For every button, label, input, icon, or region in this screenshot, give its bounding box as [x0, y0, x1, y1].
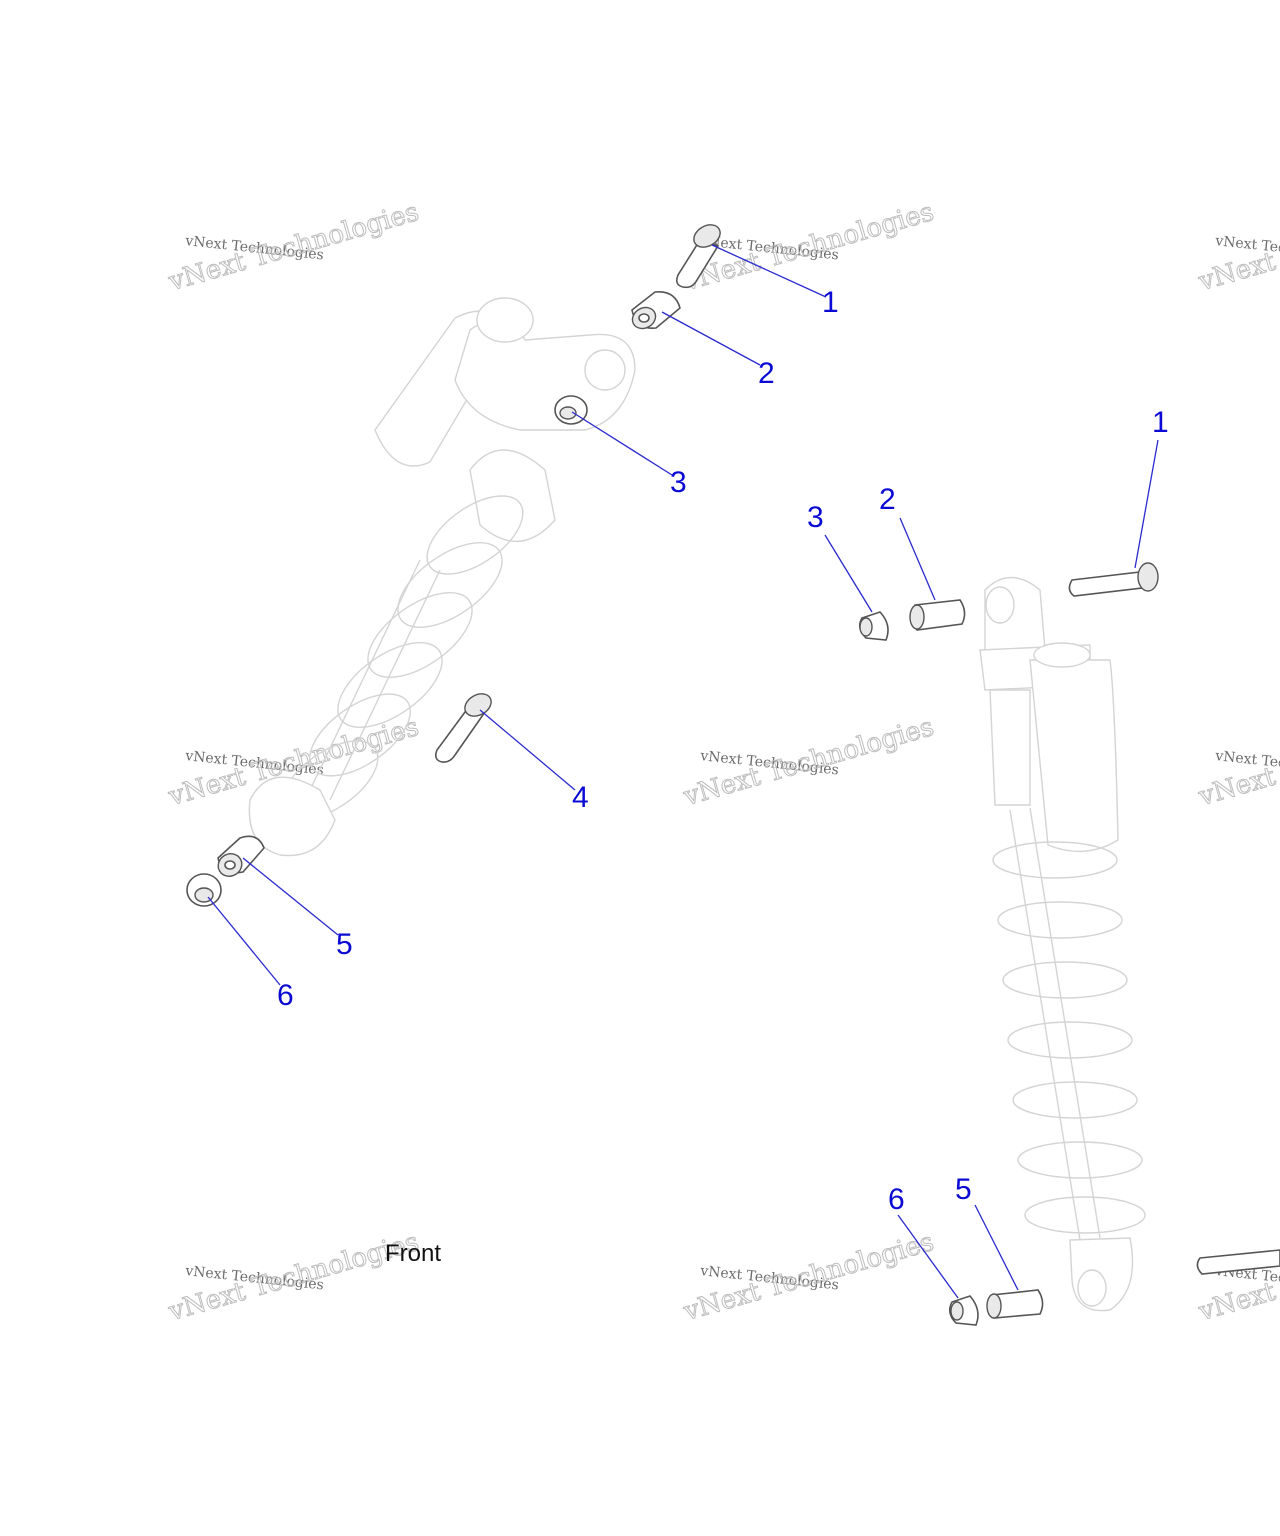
callout-3: 3 [670, 466, 687, 499]
front-label: Front [385, 1240, 441, 1267]
watermark: vNext Technologies vNext Technologies [1194, 197, 1280, 298]
right-shock-absorber-ghost [979, 576, 1146, 1312]
callout-4: 4 [572, 781, 589, 814]
left-parts [186, 220, 724, 907]
bolt-part[interactable] [435, 689, 495, 763]
leader-lines [207, 244, 1159, 1299]
bushing-part[interactable] [629, 291, 681, 333]
callout-5: 5 [955, 1173, 972, 1206]
callout-1: 1 [822, 286, 839, 319]
callout-6: 6 [888, 1183, 905, 1216]
watermark: vNext Technologies vNext Technologies [679, 712, 938, 813]
callout-labels-left: 1 2 3 4 5 6 [277, 286, 839, 1012]
callout-5: 5 [336, 928, 353, 961]
collar-part[interactable] [858, 611, 889, 641]
bolt-part[interactable] [676, 220, 724, 289]
bushing-part[interactable] [986, 1289, 1044, 1319]
bolt-part[interactable] [1196, 1249, 1280, 1275]
watermark: vNext Technologies vNext Technologies [164, 197, 423, 298]
callout-labels-right: 1 2 3 5 6 [807, 406, 1169, 1216]
left-shock-absorber-ghost [248, 297, 636, 857]
callout-2: 2 [758, 357, 775, 390]
collar-part[interactable] [948, 1295, 979, 1326]
spring-coils [992, 841, 1146, 1234]
bolt-part[interactable] [1068, 562, 1159, 597]
callout-3: 3 [807, 501, 824, 534]
collar-part[interactable] [554, 395, 588, 425]
spring-coils [281, 495, 524, 820]
callout-1: 1 [1152, 406, 1169, 439]
bushing-part[interactable] [214, 835, 265, 880]
watermark: vNext Technologies vNext Technologies [164, 1227, 423, 1328]
collar-part[interactable] [186, 873, 222, 907]
watermark: vNext Technologies vNext Technologies [1194, 1227, 1280, 1328]
bushing-part[interactable] [909, 599, 966, 631]
right-parts [858, 562, 1280, 1326]
watermark: vNext Technologies vNext Technologies [679, 1227, 938, 1328]
callout-6: 6 [277, 979, 294, 1012]
callout-2: 2 [879, 483, 896, 516]
watermark: vNext Technologies vNext Technologies [1194, 712, 1280, 813]
